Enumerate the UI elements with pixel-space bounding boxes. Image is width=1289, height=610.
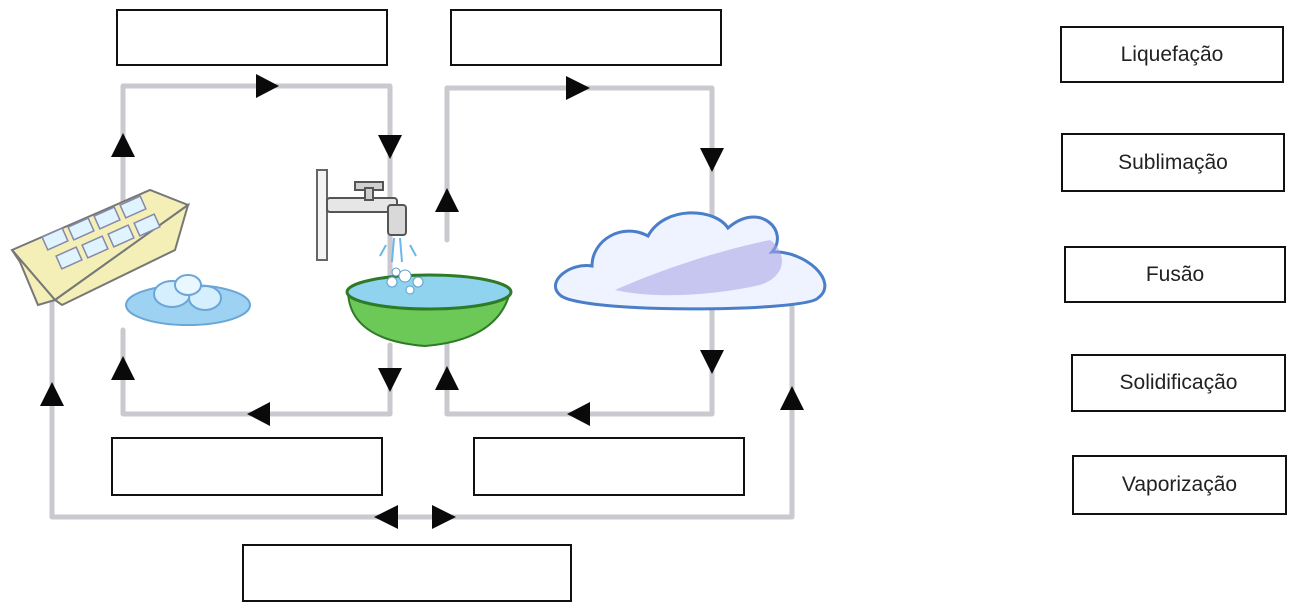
- term-card-sublimacao[interactable]: Sublimação: [1061, 133, 1285, 192]
- term-card-vaporizacao[interactable]: Vaporização: [1072, 455, 1287, 515]
- water-basin-icon: [345, 267, 513, 348]
- arrow-down-cloud-bottom: [700, 350, 724, 374]
- answer-box-top-right[interactable]: [450, 9, 722, 66]
- arrow-up-middle-top: [435, 188, 459, 212]
- answer-box-bottom-left[interactable]: [111, 437, 383, 496]
- arrow-up-outer-right: [780, 386, 804, 410]
- arrow-right-top-right: [566, 76, 590, 100]
- arrow-up-outer-left: [40, 382, 64, 406]
- arrows: [40, 74, 804, 529]
- arrow-right-outer-bottom: [432, 505, 456, 529]
- term-card-liquefacao[interactable]: Liquefação: [1060, 26, 1284, 83]
- arrow-up-basin: [435, 366, 459, 390]
- arrow-down-cloud-top: [700, 148, 724, 172]
- arrow-right-top-left: [256, 74, 279, 98]
- arrow-up-left-top: [111, 133, 135, 157]
- faucet-icon: [316, 169, 417, 263]
- ice-cubes-icon: [125, 274, 251, 326]
- left-loop-bottom-line: [120, 327, 393, 417]
- arrow-left-bottom-right: [567, 402, 590, 426]
- arrow-left-bottom-left: [247, 402, 270, 426]
- ice-tray-icon: [10, 188, 191, 307]
- term-card-solidificacao[interactable]: Solidificação: [1071, 354, 1286, 412]
- term-card-fusao[interactable]: Fusão: [1064, 246, 1286, 303]
- arrow-down-basin: [378, 368, 402, 392]
- arrow-up-left-bottom: [111, 356, 135, 380]
- arrow-down-faucet: [378, 135, 402, 159]
- answer-box-bottom-center[interactable]: [242, 544, 572, 602]
- arrow-left-outer-bottom: [374, 505, 398, 529]
- cloud-icon: [553, 211, 827, 311]
- answer-box-bottom-right[interactable]: [473, 437, 745, 496]
- answer-box-top-left[interactable]: [116, 9, 388, 66]
